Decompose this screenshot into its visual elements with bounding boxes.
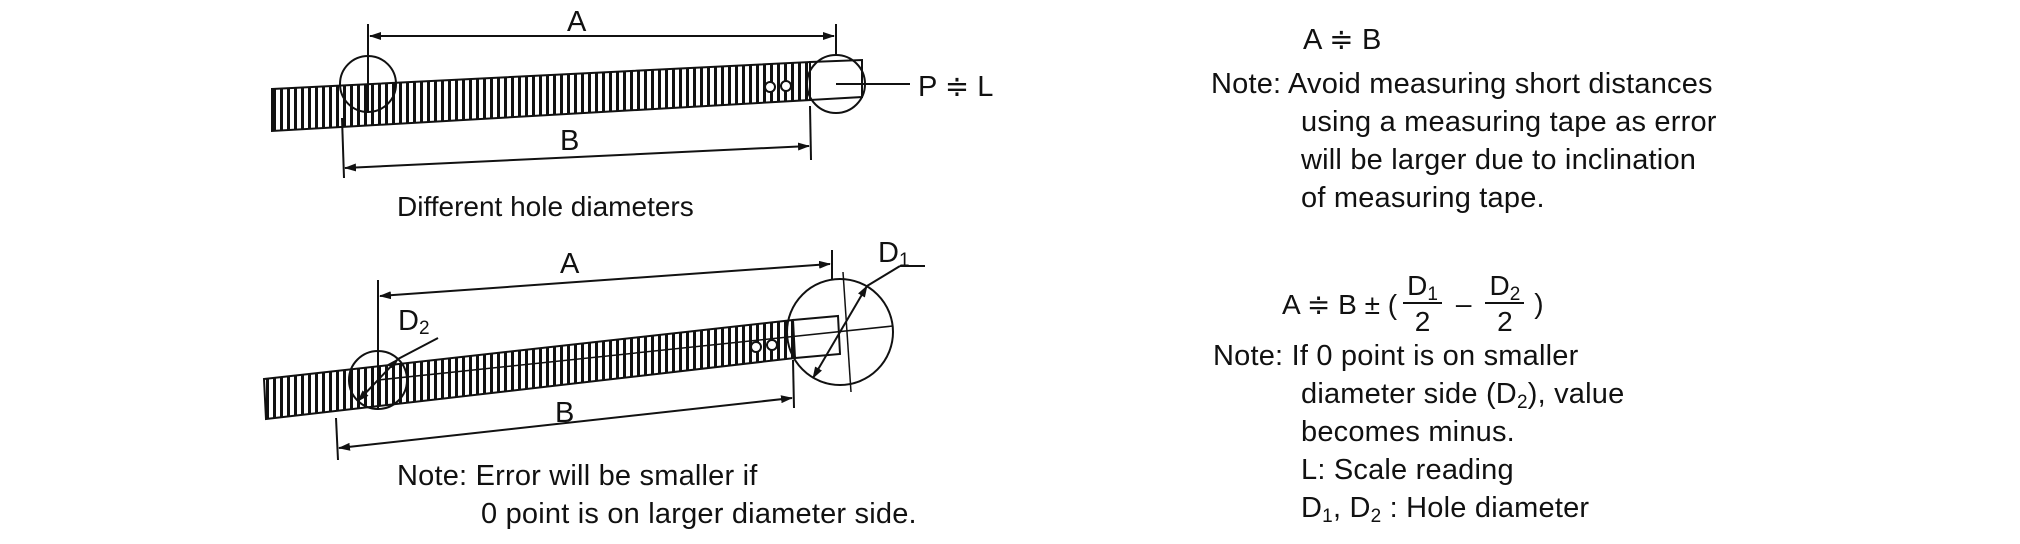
bottom-d1-leader (866, 265, 901, 287)
top-caption: Different hole diameters (397, 191, 694, 222)
note1-line2: using a measuring tape as error (1301, 106, 1717, 138)
note2-line4: L: Scale reading (1301, 454, 1514, 486)
top-tape-hole (764, 81, 776, 93)
top-tape-hole (780, 80, 792, 92)
formula-2-minus: – (1455, 288, 1472, 319)
top-figure: A B P ≑ L Different hole diameters (271, 6, 993, 222)
bottom-large-hole (786, 278, 894, 386)
bottom-note-line1: Note: Error will be smaller if (397, 460, 758, 492)
top-ext-line-b-right (809, 105, 812, 161)
top-label-pl: P ≑ L (918, 71, 993, 103)
formula-2-frac-2: D2 2 (1485, 272, 1525, 336)
formula-2-lead: A ≑ B ± ( (1282, 288, 1398, 320)
top-tape-end (809, 58, 863, 102)
note2-line3: becomes minus. (1301, 416, 1515, 448)
top-ext-line-b-left (341, 117, 345, 179)
note1-line3: will be larger due to inclination (1301, 144, 1697, 176)
bottom-label-d1: D1 (878, 237, 910, 271)
top-dim-b (344, 142, 810, 172)
bottom-dim-b (338, 395, 793, 451)
bottom-d2-leader (397, 337, 439, 360)
top-label-a: A (567, 6, 587, 38)
bottom-tape-hole (766, 339, 778, 351)
bottom-label-a: A (560, 248, 580, 280)
bottom-note-line2: 0 point is on larger diameter side. (481, 498, 917, 530)
note2-line1: Note: If 0 point is on smaller (1213, 340, 1579, 372)
top-label-b: B (560, 125, 579, 157)
note2-line5: D1, D2 : Hole diameter (1301, 492, 1590, 527)
bottom-tape-end (791, 314, 842, 360)
bottom-dim-a (379, 260, 831, 300)
bottom-large-hole-axis (842, 271, 852, 393)
note1-line4: of measuring tape. (1301, 182, 1545, 214)
note2-line2: diameter side (D2), value (1301, 378, 1625, 413)
note1-line1: Note: Avoid measuring short distances (1211, 68, 1713, 100)
formula-2: A ≑ B ± ( D1 2 – D2 2 ) (1282, 272, 1544, 336)
formula-2-close: ) (1534, 288, 1544, 319)
formula-2-frac-1: D1 2 (1403, 272, 1442, 336)
bottom-centerline (377, 325, 894, 381)
bottom-label-d2: D2 (398, 305, 430, 339)
bottom-tape-hole (750, 341, 762, 353)
bottom-figure: A B D1 D2 (262, 237, 925, 461)
bottom-label-b: B (555, 397, 574, 429)
bottom-tape-hatched (262, 318, 797, 421)
formula-1: A ≑ B (1303, 24, 1382, 56)
top-tape-hatched (271, 60, 811, 133)
bottom-ext-line-b-right (792, 359, 795, 409)
bottom-ext-line-b-left (335, 417, 339, 461)
